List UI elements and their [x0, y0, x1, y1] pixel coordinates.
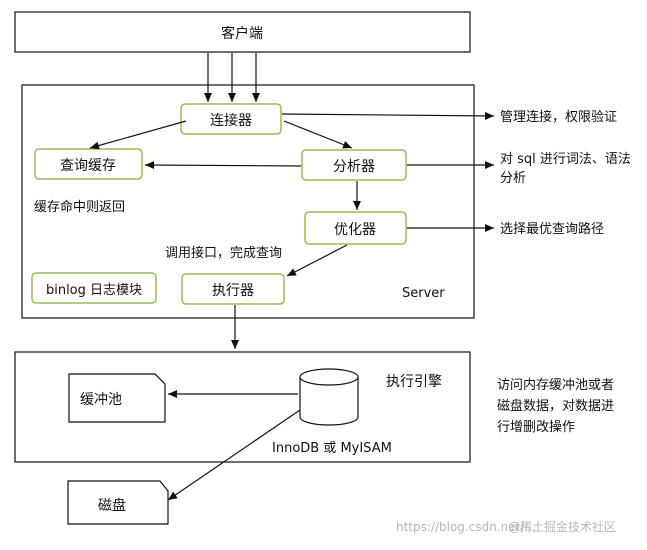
- disk-box: [67, 480, 169, 525]
- connector-box: [180, 103, 282, 135]
- disk-label: 磁盘: [98, 497, 126, 514]
- connector-to-cache-arrow: [89, 120, 187, 150]
- connector-to-analyzer-arrow: [283, 120, 353, 149]
- engine-desc-line-1: 访问内存缓冲池或者: [497, 377, 614, 393]
- binlog-box: [31, 272, 157, 304]
- binlog-label: binlog 日志模块: [46, 283, 142, 298]
- analyzer-box: [301, 149, 407, 181]
- engine-types-label: InnoDB 或 MyISAM: [272, 441, 392, 456]
- query-cache-label: 查询缓存: [60, 158, 116, 174]
- buffer-pool-label: 缓冲池: [80, 392, 122, 408]
- connector-desc: 管理连接，权限验证: [500, 109, 617, 125]
- engine-desc-line-3: 行增删改操作: [497, 419, 575, 435]
- call-interface-label: 调用接口，完成查询: [165, 245, 282, 261]
- analyzer-to-cache-arrow: [144, 161, 302, 170]
- query-cache-box: [34, 148, 143, 180]
- optimizer-to-executor-arrow: [286, 244, 348, 277]
- connector-label: 连接器: [210, 112, 252, 129]
- client-label: 客户端: [221, 25, 263, 42]
- engine-to-disk-arrow: [167, 409, 301, 501]
- client-box: [14, 11, 471, 53]
- connector-desc-arrow: [281, 111, 495, 120]
- executor-label: 执行器: [212, 283, 254, 299]
- engine-desc-line-2: 磁盘数据，对数据进: [497, 398, 614, 414]
- database-cylinder-icon: [299, 368, 359, 426]
- watermark-url: https://blog.csdn.net/...: [396, 520, 536, 534]
- engine-label: 执行引擎: [386, 374, 442, 390]
- analyzer-desc-line-1: 对 sql 进行词法、语法: [500, 152, 631, 167]
- analyzer-desc-line-2: 分析: [500, 171, 526, 186]
- optimizer-label: 优化器: [334, 222, 376, 238]
- executor-box: [181, 273, 285, 305]
- cache-hit-label: 缓存命中则返回: [34, 199, 125, 215]
- watermark-site: @稀土掘金技术社区: [508, 519, 616, 534]
- buffer-pool-box: [68, 373, 166, 423]
- optimizer-desc: 选择最优查询路径: [500, 221, 604, 237]
- server-label: Server: [402, 286, 445, 301]
- optimizer-box: [304, 211, 407, 245]
- analyzer-label: 分析器: [333, 159, 375, 175]
